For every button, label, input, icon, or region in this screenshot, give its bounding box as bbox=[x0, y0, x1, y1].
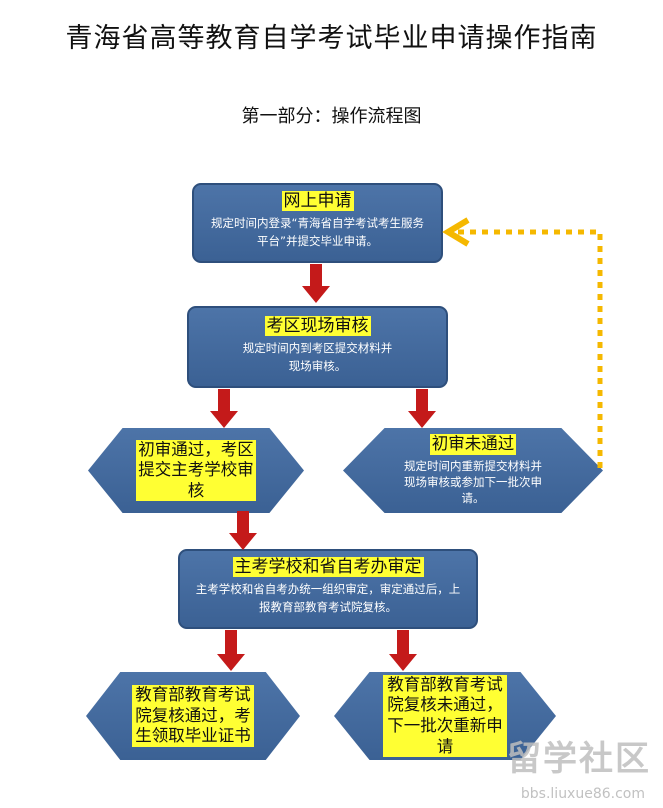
node-online-apply-desc: 规定时间内登录“青海省自学考试考生服务平台”并提交毕业申请。 bbox=[211, 216, 424, 249]
node-prelim-pass-title: 初审通过，考区提交主考学校审核 bbox=[136, 439, 256, 502]
node-final-fail-title: 教育部教育考试院复核未通过，下一批次重新申请 bbox=[383, 674, 507, 758]
arrow-apply-to-district bbox=[302, 264, 330, 303]
node-district-review: 考区现场审核 规定时间内到考区提交材料并现场审核。 bbox=[187, 306, 448, 388]
arrow-district-to-fail bbox=[408, 389, 436, 428]
node-final-pass-title: 教育部教育考试院复核通过，考生领取毕业证书 bbox=[132, 685, 254, 747]
node-district-review-title: 考区现场审核 bbox=[264, 316, 371, 337]
node-prelim-fail-desc: 规定时间内重新提交材料并现场审核或参加下一批次申请。 bbox=[404, 458, 542, 505]
watermark-logo: 留学社区 bbox=[507, 739, 651, 779]
node-district-review-desc: 规定时间内到考区提交材料并现场审核。 bbox=[242, 341, 393, 374]
arrow-fail-loop-back bbox=[442, 217, 603, 468]
node-school-review-title: 主考学校和省自考办审定 bbox=[232, 557, 424, 578]
node-online-apply-title: 网上申请 bbox=[281, 191, 354, 212]
node-final-fail: 教育部教育考试院复核未通过，下一批次重新申请 bbox=[334, 672, 556, 760]
node-prelim-fail: 初审未通过 规定时间内重新提交材料并现场审核或参加下一批次申请。 bbox=[343, 428, 603, 513]
arrow-pass-to-review bbox=[229, 511, 257, 550]
node-online-apply: 网上申请 规定时间内登录“青海省自学考试考生服务平台”并提交毕业申请。 bbox=[192, 183, 443, 263]
watermark-url: bbs.liuxue86.com bbox=[520, 786, 645, 802]
section-subtitle: 第一部分：操作流程图 bbox=[241, 106, 422, 127]
node-prelim-fail-title: 初审未通过 bbox=[429, 434, 517, 455]
arrow-district-to-pass bbox=[210, 389, 238, 428]
node-school-review-desc: 主考学校和省自考办统一组织审定，审定通过后，上报教育部教育考试院复核。 bbox=[195, 582, 461, 615]
arrow-review-to-final-fail bbox=[389, 630, 417, 671]
arrow-review-to-final-pass bbox=[217, 630, 245, 671]
node-final-pass: 教育部教育考试院复核通过，考生领取毕业证书 bbox=[86, 672, 300, 760]
node-prelim-pass: 初审通过，考区提交主考学校审核 bbox=[88, 428, 304, 513]
node-school-review: 主考学校和省自考办审定 主考学校和省自考办统一组织审定，审定通过后，上报教育部教… bbox=[178, 549, 478, 629]
page-title: 青海省高等教育自学考试毕业申请操作指南 bbox=[65, 23, 598, 54]
